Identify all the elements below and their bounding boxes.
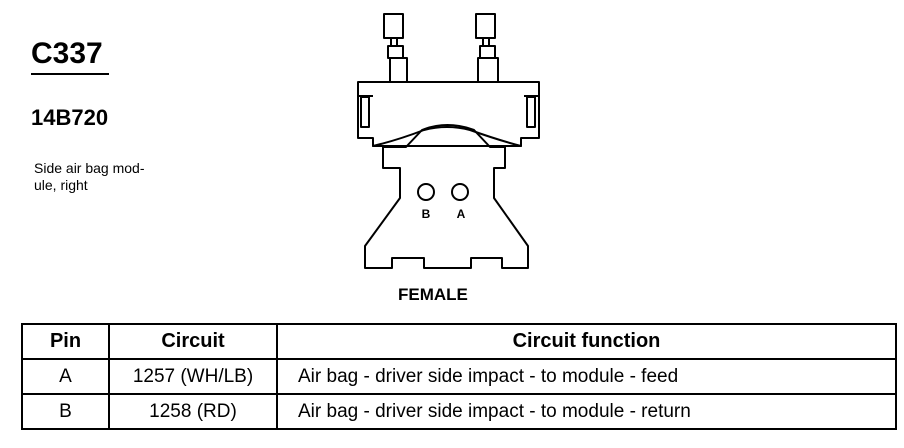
cell-circuit: 1258 (RD) bbox=[108, 393, 278, 430]
connector-id-underline bbox=[31, 73, 109, 75]
cell-circuit-function: Air bag - driver side impact - to module… bbox=[276, 358, 897, 395]
part-number: 14B720 bbox=[31, 105, 109, 130]
connector-body bbox=[372, 126, 522, 147]
latch-right bbox=[526, 96, 536, 128]
table-row: B 1258 (RD) Air bag - driver side impact… bbox=[21, 393, 897, 430]
connector-description: Side air bag mod- ule, right bbox=[34, 160, 174, 194]
wire-tube-left bbox=[383, 13, 408, 83]
latch-left bbox=[360, 96, 370, 128]
table-row: A 1257 (WH/LB) Air bag - driver side imp… bbox=[21, 358, 897, 395]
cell-pin: A bbox=[21, 358, 110, 395]
header-circuit-function: Circuit function bbox=[276, 323, 897, 360]
pin-label-a: A bbox=[457, 207, 466, 221]
table-header-row: Pin Circuit Circuit function bbox=[21, 323, 897, 360]
pinout-table: Pin Circuit Circuit function A 1257 (WH/… bbox=[21, 323, 897, 430]
connector-gender-label: FEMALE bbox=[398, 285, 468, 304]
header-circuit: Circuit bbox=[108, 323, 278, 360]
description-line-2: ule, right bbox=[34, 177, 88, 193]
pin-cavity-b bbox=[417, 183, 435, 201]
connector-drawing: B A bbox=[357, 13, 540, 269]
wire-tube-right bbox=[475, 13, 499, 83]
cell-pin: B bbox=[21, 393, 110, 430]
connector-top-flange bbox=[357, 81, 540, 147]
pin-label-b: B bbox=[422, 207, 431, 221]
description-line-1: Side air bag mod- bbox=[34, 160, 145, 176]
cell-circuit-function: Air bag - driver side impact - to module… bbox=[276, 393, 897, 430]
pin-cavity-a bbox=[451, 183, 469, 201]
cell-circuit: 1257 (WH/LB) bbox=[108, 358, 278, 395]
connector-id: C337 bbox=[31, 37, 103, 70]
connector-face bbox=[364, 124, 529, 269]
header-pin: Pin bbox=[21, 323, 110, 360]
